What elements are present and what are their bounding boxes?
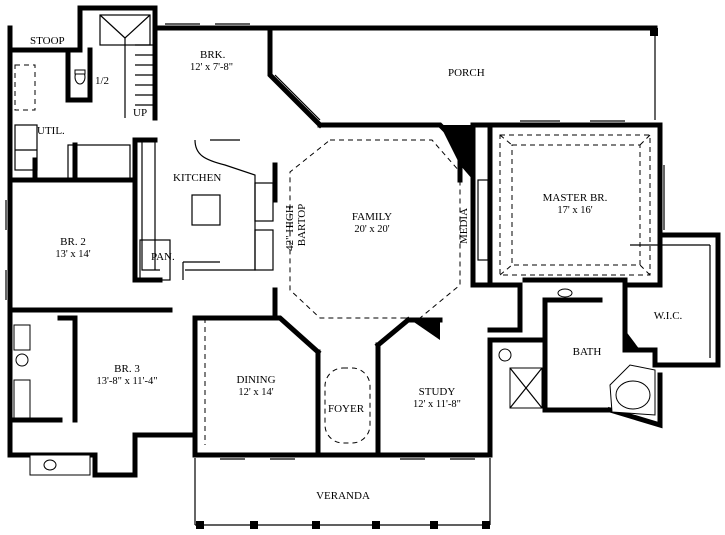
master-label: MASTER BR.: [543, 192, 608, 204]
bedroom3-size: 13'-8" x 11'-4": [97, 376, 158, 387]
pantry-label: PAN.: [151, 251, 175, 263]
bartop-label-line2: BARTOP: [296, 204, 308, 247]
bedroom2-size: 13' x 14': [55, 249, 90, 260]
veranda-label: VERANDA: [316, 490, 370, 502]
bartop-label-line1: 42" HIGH: [284, 205, 296, 251]
foyer-label: FOYER: [328, 403, 365, 415]
bedroom2-label: BR. 2: [60, 236, 86, 248]
study-size: 12' x 11'-8": [413, 399, 461, 410]
study-label: STUDY: [419, 386, 456, 398]
half-bath-label: 1/2: [95, 75, 109, 87]
master-size: 17' x 16': [557, 205, 592, 216]
stoop-label: STOOP: [30, 35, 65, 47]
family-label: FAMILY: [352, 211, 392, 223]
family-size: 20' x 20': [354, 224, 389, 235]
interior-details: [5, 14, 711, 529]
media-label: MEDIA: [458, 208, 470, 244]
walk-in-closet-label: W.I.C.: [654, 310, 683, 322]
stair-up-label: UP: [133, 107, 147, 119]
master-bath-label: BATH: [573, 346, 602, 358]
bedroom3-label: BR. 3: [114, 363, 140, 375]
breakfast-label: BRK.: [200, 49, 226, 61]
porch-label: PORCH: [448, 67, 485, 79]
dining-size: 12' x 14': [238, 387, 273, 398]
kitchen-label: KITCHEN: [173, 172, 221, 184]
util-label: UTIL.: [37, 125, 65, 137]
breakfast-size: 12' x 7'-8": [190, 62, 233, 73]
room-labels: STOOP 1/2 UP UTIL. BRK. 12' x 7'-8" PORC…: [30, 35, 683, 502]
dining-label: DINING: [236, 374, 275, 386]
